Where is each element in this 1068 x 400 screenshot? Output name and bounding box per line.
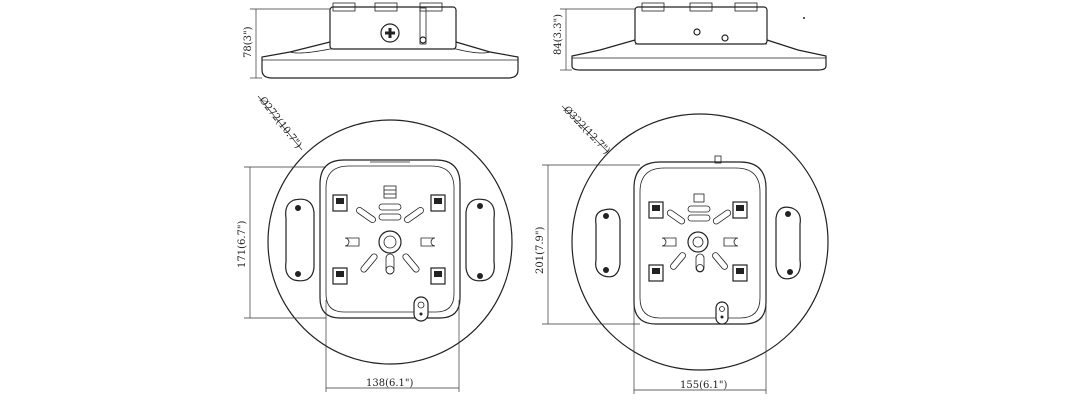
right-handle-left xyxy=(595,208,621,278)
right-plate-width-label: 155(6.1") xyxy=(680,380,727,391)
left-plate-width-label: 138(6.1") xyxy=(366,378,413,389)
right-side-view xyxy=(571,2,827,71)
right-corner-latches xyxy=(648,201,748,282)
left-handle-right xyxy=(465,198,495,282)
left-side-height-dimension: 78(3") xyxy=(243,8,330,79)
left-slots xyxy=(344,203,436,275)
right-top-view xyxy=(571,113,829,371)
right-side-height-label: 84(3.3") xyxy=(553,14,564,55)
right-diameter-label: Ø322(12.7") xyxy=(561,104,612,156)
left-corner-latches xyxy=(332,194,446,285)
left-center-hole xyxy=(378,230,402,254)
right-handle-right xyxy=(775,206,801,280)
right-outer-circle xyxy=(571,113,829,371)
left-outer-circle xyxy=(267,119,513,365)
left-diameter-label: Ø272(10.7") xyxy=(257,95,304,151)
left-plate-height-label: 171(6.7") xyxy=(237,221,248,268)
left-side-view xyxy=(261,2,519,79)
left-side-height-label: 78(3") xyxy=(243,26,254,58)
right-plate-height-label: 201(7.9") xyxy=(535,227,546,274)
left-top-view xyxy=(267,119,513,365)
right-center-hole xyxy=(687,231,709,253)
right-side-height-dimension: 84(3.3") xyxy=(553,8,635,71)
right-slots xyxy=(661,205,739,273)
left-handle-left xyxy=(285,198,315,282)
